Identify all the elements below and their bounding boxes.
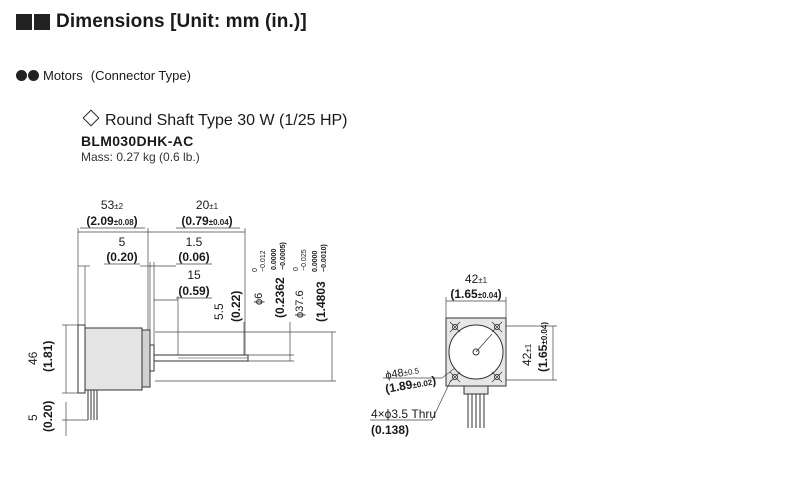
dim-shaft-dia-upper: 0 [252, 268, 259, 272]
dim-pilot-dia-lower: −0.025 [301, 249, 308, 271]
dim-pilot-dia-inch-upper: 0.0000 [312, 250, 319, 272]
dim-shaft-length: 20±1 [196, 198, 219, 212]
dim-flat-length: 15 [187, 268, 201, 282]
front-holes-inch: (0.138) [371, 423, 409, 437]
front-connector [463, 385, 489, 395]
model-number: BLM030DHK-AC [81, 133, 194, 149]
section-heading: Dimensions [Unit: mm (in.)] [16, 9, 307, 35]
dim-connector-inch: (0.20) [41, 401, 55, 432]
dim-pilot-inch: (0.06) [178, 250, 209, 264]
subsection-detail: (Connector Type) [90, 67, 191, 83]
dim-height: 46 [26, 351, 40, 365]
front-width-inch: (1.65±0.04) [450, 287, 501, 301]
shaft-type-label: Round Shaft Type 30 W (1/25 HP) [105, 112, 348, 129]
dim-height-inch: (1.81) [41, 341, 55, 372]
dim-pilot: 1.5 [186, 235, 203, 249]
dim-pilot-dia-inch: (1.4803 [314, 281, 328, 322]
dim-shaft-dia-lower: −0.012 [260, 250, 267, 272]
dim-flange: 5 [119, 235, 126, 249]
dim-shaft-dia-inch-lower: −0.0005) [280, 242, 287, 270]
dim-overall-length: 53±2 [101, 198, 124, 212]
front-bolt-circle: ϕ48±0.5 [384, 364, 420, 382]
dim-pilot-dia: ϕ37.6 [294, 290, 306, 318]
dim-flat-length-inch: (0.59) [178, 284, 209, 298]
motor-pilot [149, 344, 155, 372]
front-holes: 4×ϕ3.5 Thru [371, 407, 436, 421]
motor-body [84, 327, 143, 391]
dim-shaft-dia-inch: (0.2362 [273, 277, 287, 318]
square-bullet-icon [34, 14, 50, 30]
dim-shaft-dia: ϕ6 [253, 293, 265, 305]
shaft-type-heading: Round Shaft Type 30 W (1/25 HP) [81, 109, 348, 130]
square-bullet-icon [16, 14, 32, 30]
motor-endcap [141, 329, 151, 388]
dim-flat-depth-inch: (0.22) [229, 291, 243, 322]
mass-label: Mass: 0.27 kg (0.6 lb.) [81, 150, 200, 164]
front-width: 42±1 [465, 272, 488, 286]
dim-flat-depth: 5.5 [212, 303, 226, 320]
subsection-title: Motors [43, 67, 83, 83]
dim-shaft-length-inch: (0.79±0.04) [181, 214, 232, 228]
motor-flange [77, 324, 86, 394]
front-view-motor [445, 317, 507, 428]
circle-bullet-icon [16, 69, 27, 81]
front-height: 42±1 [520, 343, 534, 366]
dim-overall-length-inch: (2.09±0.08) [86, 214, 137, 228]
dim-shaft-dia-inch-upper: 0.0000 [271, 248, 278, 270]
dim-flange-inch: (0.20) [106, 250, 137, 264]
section-title: Dimensions [Unit: mm (in.)] [56, 11, 307, 32]
dim-pilot-dia-inch-lower: −0.0010) [321, 244, 328, 272]
side-dimension-lines [62, 228, 336, 436]
circle-bullet-icon [28, 69, 39, 81]
front-height-inch: (1.65±0.04) [536, 322, 550, 372]
dim-pilot-dia-upper: 0 [293, 267, 300, 271]
dim-connector: 5 [26, 414, 40, 421]
side-view-motor [77, 324, 249, 420]
front-dimension-lines [370, 297, 557, 421]
subsection-heading: Motors (Connector Type) [16, 66, 191, 84]
